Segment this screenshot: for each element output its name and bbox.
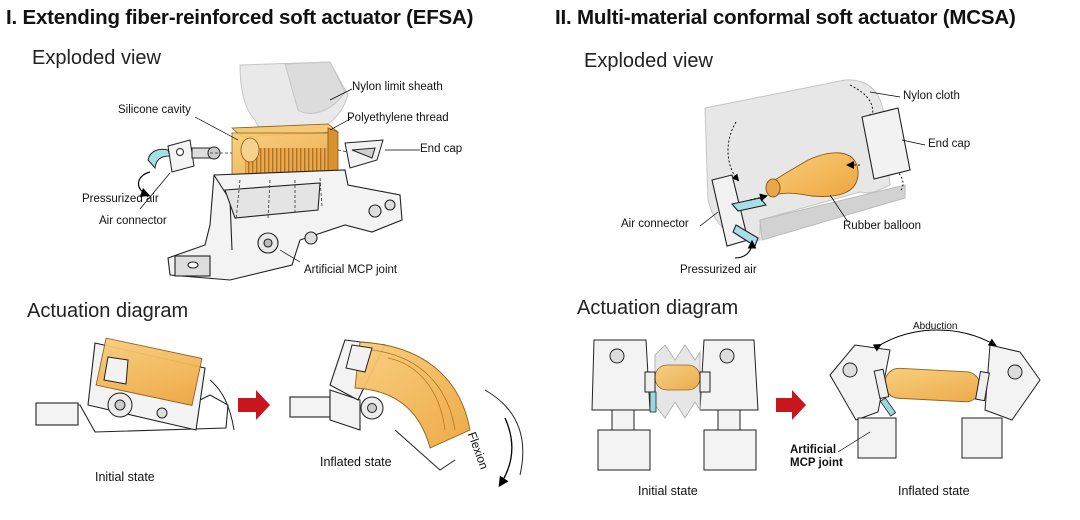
label-pressurized-air-right: Pressurized air: [680, 264, 757, 276]
efsa-exploded-view: [137, 61, 420, 281]
efsa-inflated-state: [289, 339, 524, 488]
right-transition-arrow: [776, 390, 806, 420]
label-silicone-cavity: Silicone cavity: [118, 104, 191, 116]
flexion-arrow: [498, 417, 513, 488]
pressurized-air-arrow: [137, 171, 151, 197]
efsa-initial-state: [35, 337, 235, 433]
label-end-cap-right: End cap: [928, 138, 971, 150]
right-actuation-title: Actuation diagram: [577, 297, 739, 319]
air-connector-shape: [147, 139, 221, 173]
right-exploded-title: Exploded view: [584, 50, 713, 72]
left-actuation-title: Actuation diagram: [27, 300, 189, 322]
dashed-guides: [210, 149, 349, 221]
left-leader-lines: [139, 88, 420, 263]
finger-base-shape: [167, 169, 403, 281]
label-mcp-joint-left: Artificial MCP joint: [304, 264, 398, 276]
label-nylon-cloth: Nylon cloth: [903, 90, 960, 102]
label-mcp-joint-right-line2: MCP joint: [790, 457, 843, 469]
mcsa-end-cap-shape: [861, 107, 911, 180]
nylon-limit-sheath-shape: [239, 61, 349, 136]
label-pressurized-air-left: Pressurized air: [82, 193, 159, 205]
mcsa-initial-state: [591, 339, 759, 471]
right-inflated-state-caption: Inflated state: [898, 484, 970, 498]
label-polyethylene-thread: Polyethylene thread: [347, 112, 449, 124]
left-inflated-state-caption: Inflated state: [320, 455, 392, 469]
abduction-arrow: [872, 329, 997, 352]
mcsa-inflated-state: [829, 329, 1041, 459]
left-initial-state-caption: Initial state: [95, 470, 155, 484]
right-initial-state-caption: Initial state: [638, 484, 698, 498]
left-title: I. Extending fiber-reinforced soft actua…: [6, 6, 474, 29]
rubber-balloon-shape: [765, 152, 859, 198]
left-transition-arrow: [238, 390, 270, 420]
left-exploded-title: Exploded view: [32, 47, 161, 69]
right-title: II. Multi-material conformal soft actuat…: [555, 6, 1016, 29]
label-end-cap-left: End cap: [420, 143, 463, 155]
label-mcp-joint-right-line1: Artificial: [790, 444, 837, 456]
end-cap-shape: [344, 139, 384, 169]
label-nylon-limit-sheath: Nylon limit sheath: [352, 81, 443, 93]
label-abduction: Abduction: [913, 321, 958, 332]
mcsa-exploded-view: [699, 79, 926, 259]
label-rubber-balloon: Rubber balloon: [843, 220, 922, 232]
silicone-cavity-shape: [231, 123, 340, 178]
label-air-connector-left: Air connector: [99, 215, 167, 227]
right-leader-lines: [699, 91, 926, 227]
label-air-connector-right: Air connector: [621, 218, 689, 230]
